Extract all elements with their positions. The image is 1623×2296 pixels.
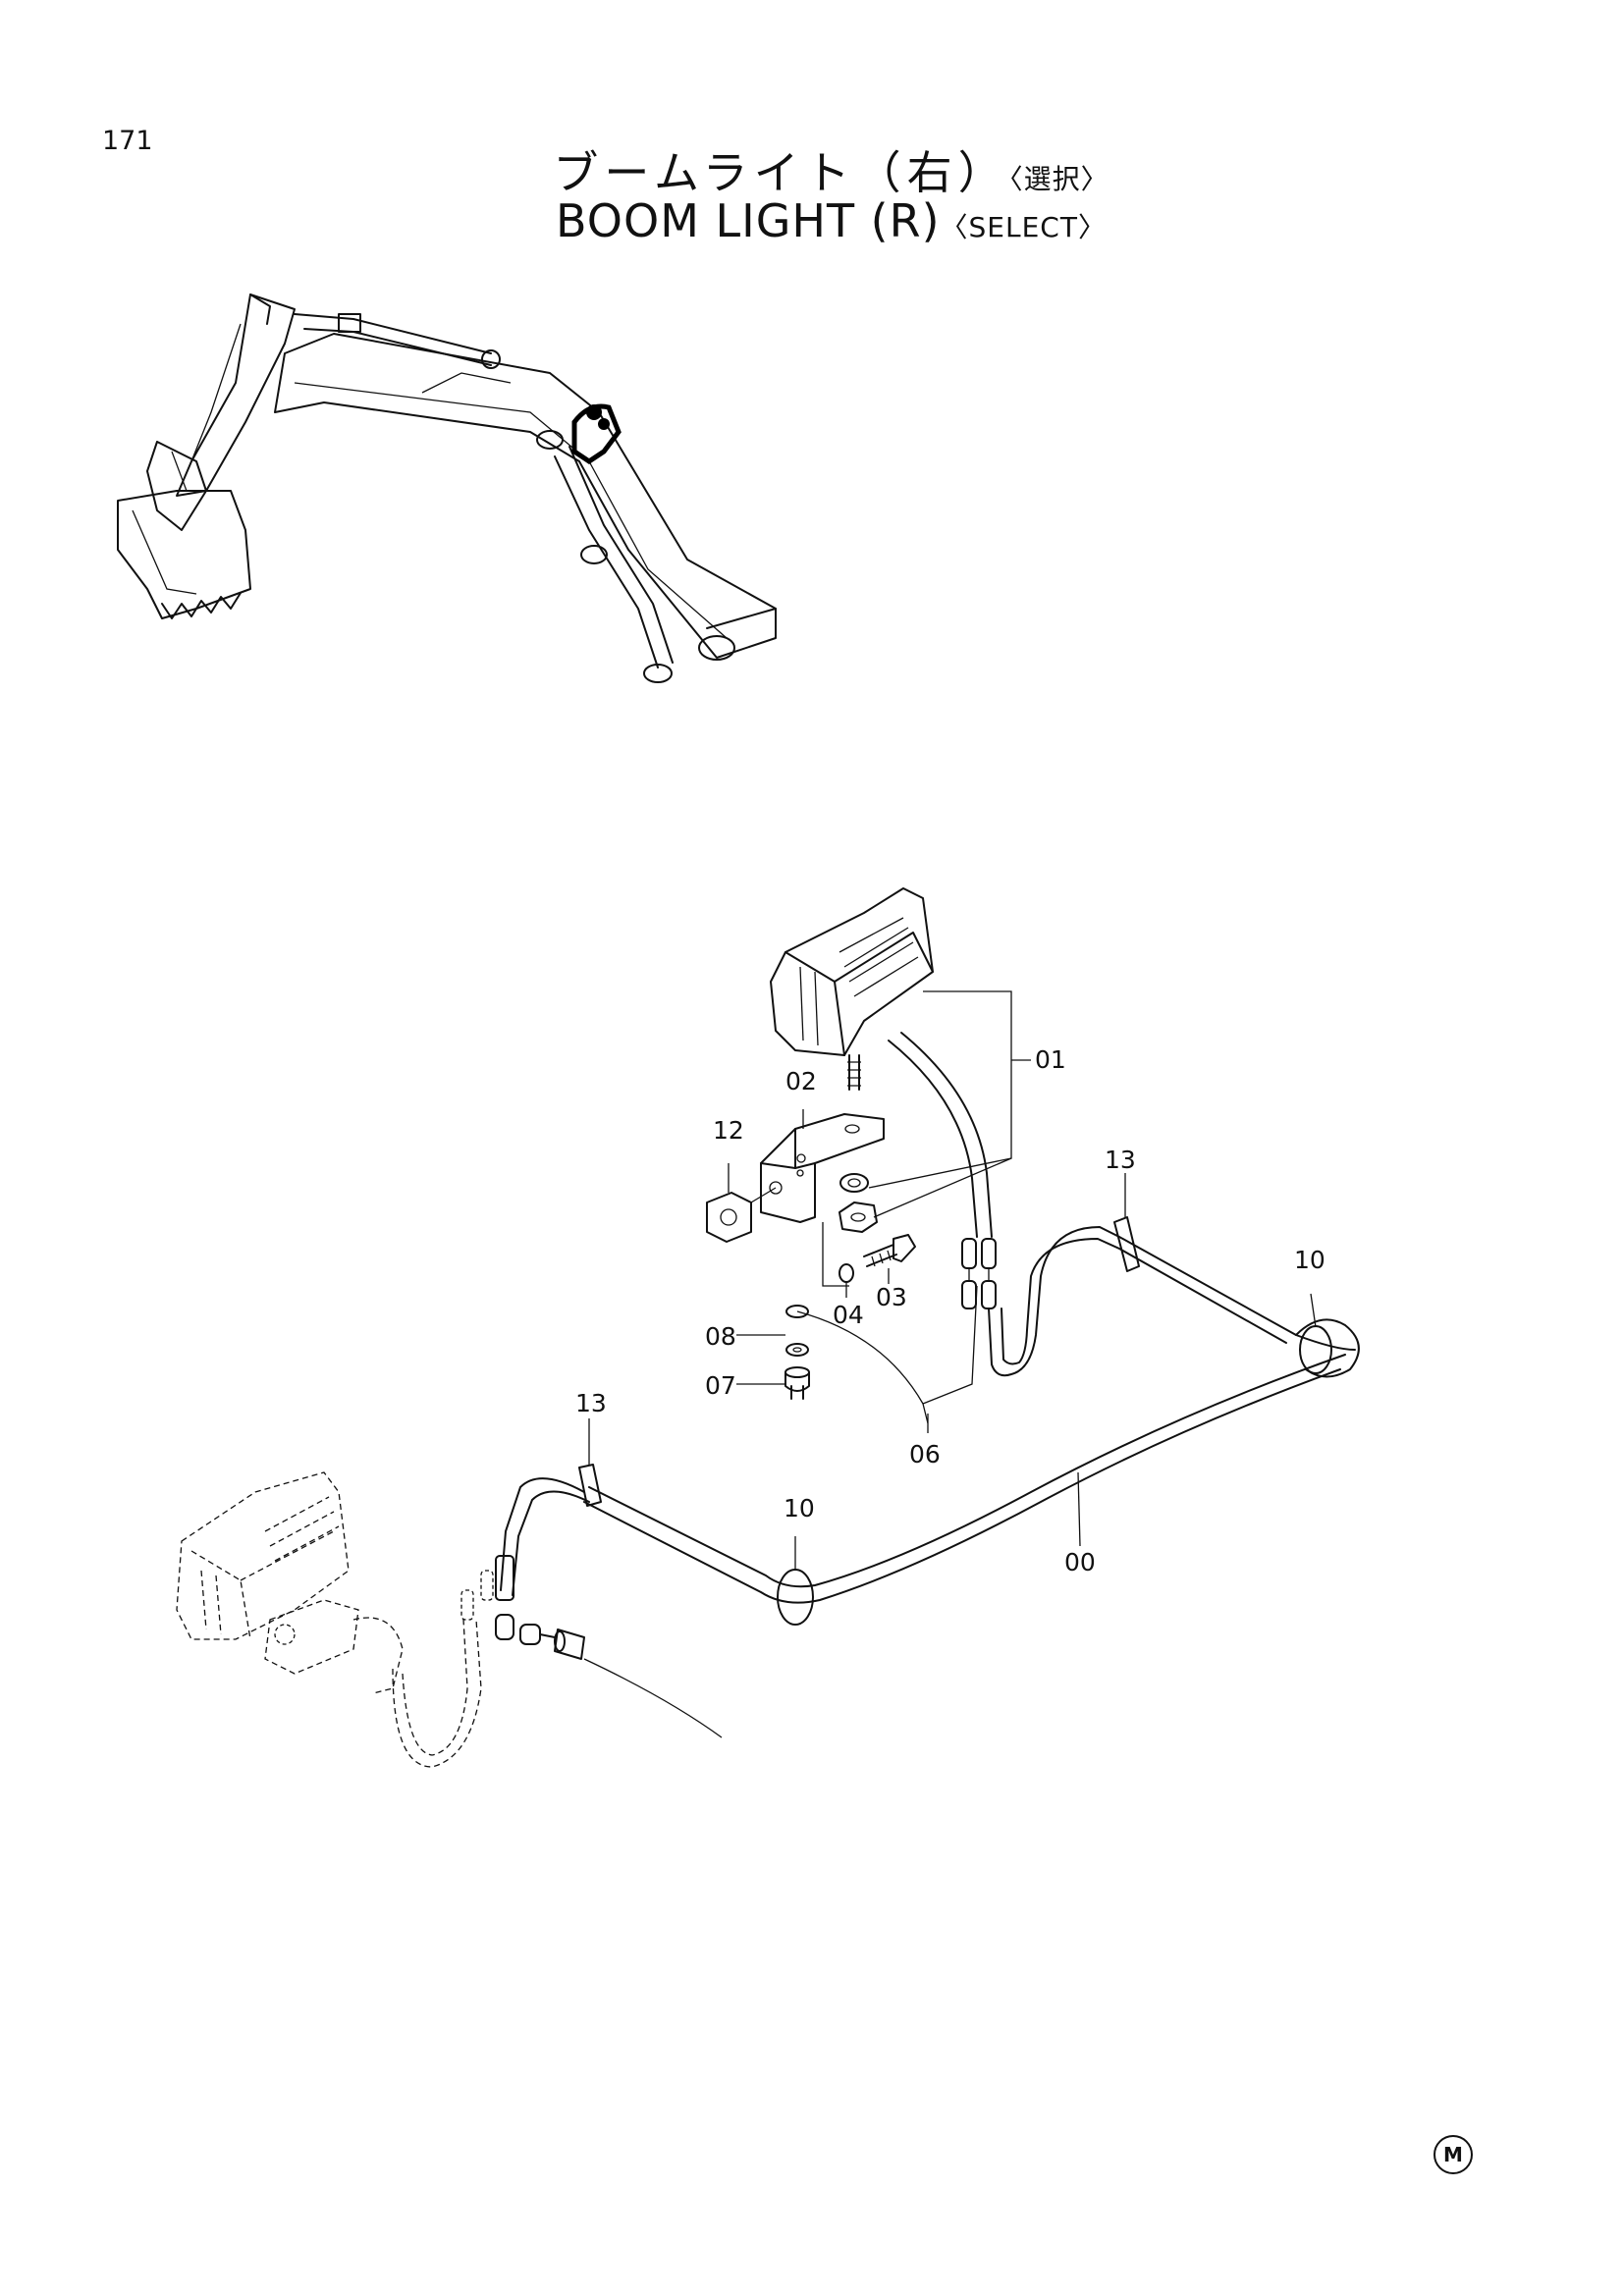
callout-08: 08 (705, 1322, 736, 1351)
callout-00: 00 (1064, 1548, 1096, 1576)
callout-10-lower: 10 (784, 1494, 815, 1522)
callout-12: 12 (713, 1116, 744, 1145)
callout-04: 04 (833, 1301, 864, 1329)
corner-mark-icon: M (1434, 2135, 1473, 2174)
title-japanese: ブームライト（右）〈選択〉 (0, 137, 1623, 202)
callout-13-lower: 13 (575, 1389, 607, 1417)
title-en-main: BOOM LIGHT (R) (556, 194, 941, 247)
title-en-tag: 〈SELECT〉 (940, 211, 1107, 243)
callout-10-right: 10 (1294, 1246, 1325, 1274)
callout-03: 03 (876, 1283, 907, 1311)
callout-02: 02 (785, 1067, 817, 1095)
callout-13-upper: 13 (1105, 1146, 1136, 1174)
title-jp-tag: 〈選択〉 (1008, 163, 1109, 195)
callout-01: 01 (1035, 1045, 1066, 1074)
title-jp-main: ブームライト（右） (553, 146, 1009, 199)
callout-07: 07 (705, 1371, 736, 1400)
page-number: 171 (102, 126, 153, 156)
callout-labels: 01 02 12 13 10 04 03 08 07 13 06 10 00 (575, 1045, 1325, 1576)
excavator-overview (117, 294, 777, 683)
work-light-assembly (176, 887, 1360, 1768)
title-english: BOOM LIGHT (R)〈SELECT〉 (0, 194, 1623, 247)
callout-06: 06 (909, 1440, 941, 1468)
